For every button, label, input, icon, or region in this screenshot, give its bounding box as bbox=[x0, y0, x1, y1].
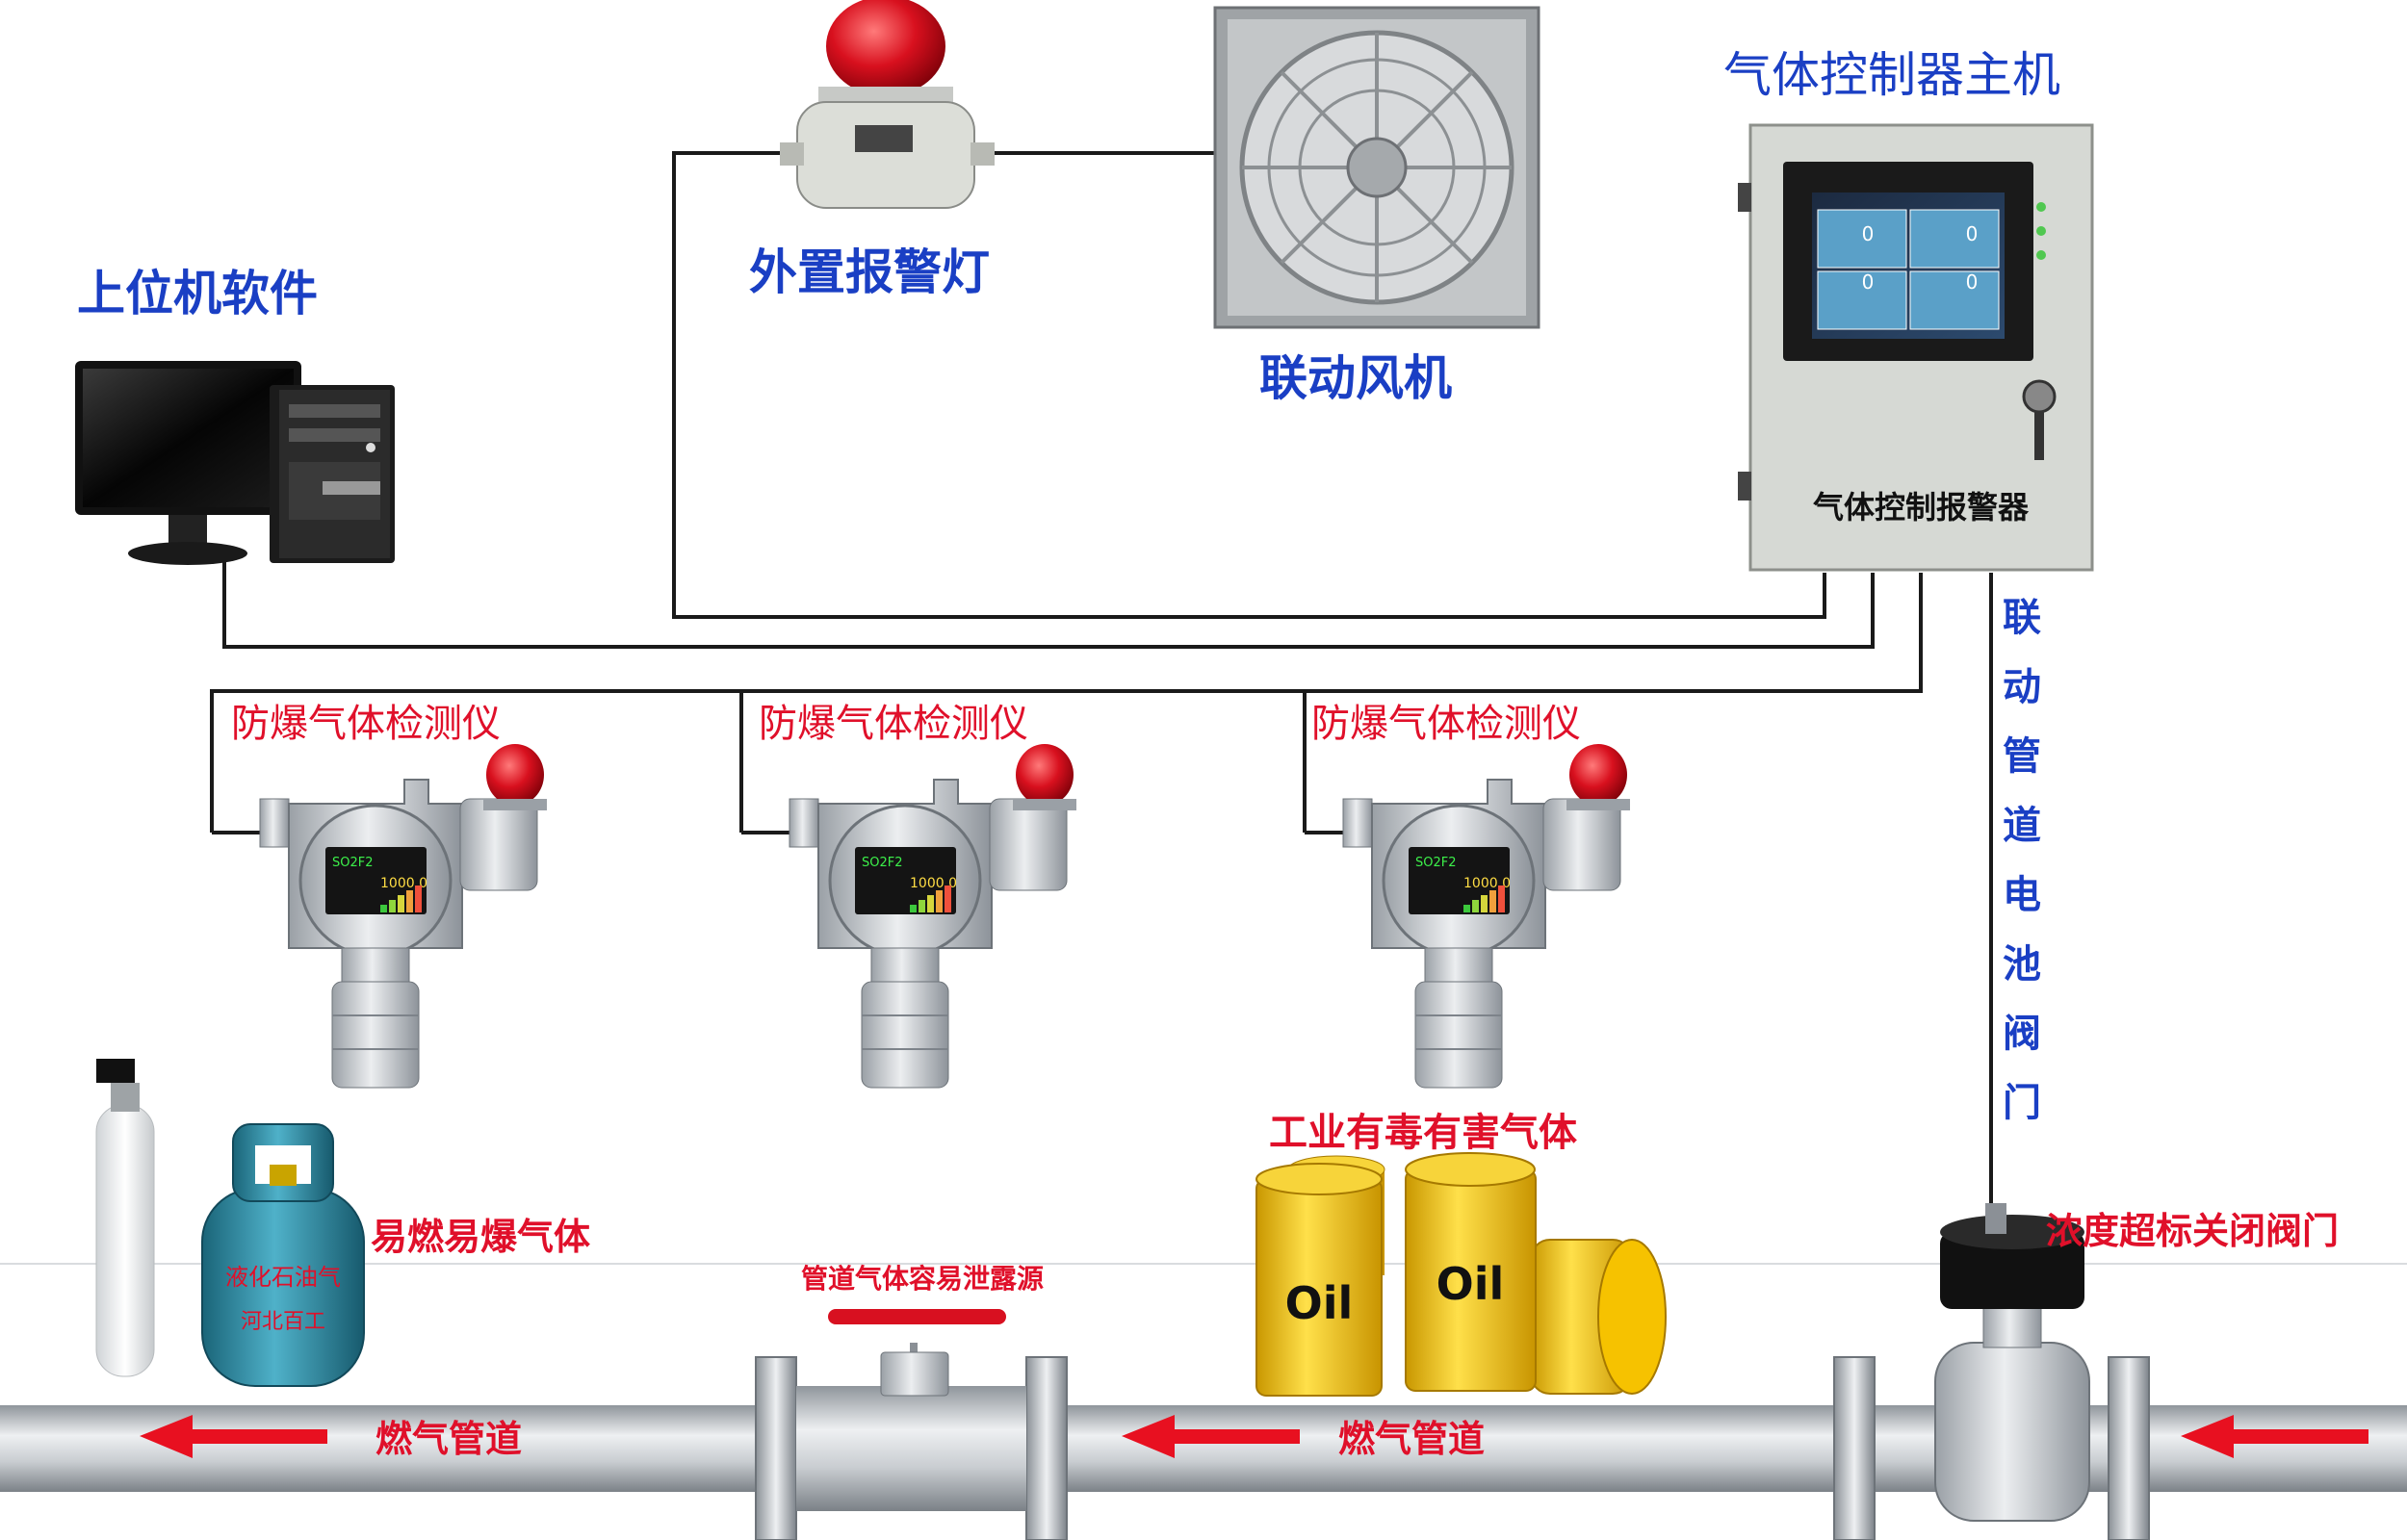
vchar: 管 bbox=[2003, 734, 2041, 779]
vchar: 道 bbox=[2003, 804, 2041, 848]
beacon-icon bbox=[1016, 744, 1074, 806]
vchar: 联 bbox=[2003, 596, 2041, 640]
gas-controller-host: 0 0 0 0 气体控制报警器 bbox=[1738, 123, 2094, 572]
vchar: 动 bbox=[2003, 665, 2041, 709]
label-host-software: 上位机软件 bbox=[77, 266, 318, 321]
lpg-label: 液化石油气 bbox=[225, 1264, 341, 1291]
channel-3-value: 0 bbox=[1862, 270, 1875, 294]
channel-2-value: 0 bbox=[1966, 222, 1979, 245]
flange bbox=[1833, 1356, 1876, 1540]
host-computer bbox=[75, 361, 395, 565]
lpg-cylinder: 液化石油气 河北百工 bbox=[201, 1123, 365, 1387]
beacon-icon bbox=[486, 744, 544, 806]
vchar: 门 bbox=[2003, 1081, 2041, 1125]
wire-detectors bbox=[210, 573, 1923, 833]
label-gas-pipeline-1: 燃气管道 bbox=[375, 1418, 522, 1460]
solenoid-valve bbox=[1934, 1203, 2090, 1522]
flange bbox=[755, 1356, 797, 1540]
leak-source-valve bbox=[828, 1309, 1006, 1397]
label-alarm-light: 外置报警灯 bbox=[749, 244, 990, 300]
external-alarm-light bbox=[780, 0, 995, 209]
vchar: 阀 bbox=[2003, 1012, 2041, 1056]
label-detectors: 防爆气体检测仪 防爆气体检测仪 防爆气体检测仪 bbox=[231, 702, 1581, 746]
wire-alarm-loop bbox=[672, 151, 1826, 619]
label-controller-title: 气体控制器主机 bbox=[1723, 47, 2060, 103]
label-detector-3: 防爆气体检测仪 bbox=[1311, 702, 1581, 746]
vchar: 电 bbox=[2003, 873, 2041, 917]
label-toxic-gas: 工业有毒有害气体 bbox=[1269, 1111, 1577, 1155]
vchar: 池 bbox=[2003, 942, 2041, 987]
beacon-icon bbox=[1569, 744, 1627, 806]
channel-4-value: 0 bbox=[1966, 270, 1979, 294]
oil-drum: Oil bbox=[1405, 1152, 1537, 1392]
label-fan: 联动风机 bbox=[1259, 350, 1452, 406]
oil-drum: Oil bbox=[1255, 1163, 1383, 1397]
label-valve-close: 浓度超标关闭阀门 bbox=[2046, 1210, 2339, 1252]
label-detector-2: 防爆气体检测仪 bbox=[759, 702, 1028, 746]
label-detector-1: 防爆气体检测仪 bbox=[231, 702, 501, 746]
oil-text: Oil bbox=[1285, 1277, 1354, 1329]
label-leak-source: 管道气体容易泄露源 bbox=[801, 1263, 1044, 1295]
channel-1-value: 0 bbox=[1862, 222, 1875, 245]
oil-drum-lying bbox=[1530, 1239, 1667, 1395]
controller-screen: 0 0 0 0 bbox=[1817, 209, 2000, 330]
detector-gas-name: SO2F2 bbox=[332, 856, 374, 870]
lpg-brand: 河北百工 bbox=[241, 1310, 325, 1334]
label-valve-vertical: 联 动 管 道 电 池 阀 门 bbox=[2003, 596, 2041, 1125]
controller-panel-text: 气体控制报警器 bbox=[1813, 489, 2030, 526]
wiring bbox=[210, 151, 1993, 1208]
wire-host-pc bbox=[222, 555, 1875, 649]
key-lock-icon bbox=[2022, 379, 2057, 414]
label-gas-pipeline-2: 燃气管道 bbox=[1338, 1418, 1485, 1460]
flange bbox=[2108, 1356, 2150, 1540]
oil-drums: Oil Oil bbox=[1255, 1152, 1667, 1397]
oxygen-cylinder bbox=[95, 1059, 155, 1377]
label-flammable-gas: 易燃易爆气体 bbox=[371, 1216, 590, 1258]
flange bbox=[1025, 1356, 1068, 1540]
oil-text: Oil bbox=[1436, 1258, 1505, 1310]
detector-gas-name: SO2F2 bbox=[862, 856, 903, 870]
linked-fan bbox=[1213, 6, 1540, 329]
detector-gas-name: SO2F2 bbox=[1415, 856, 1457, 870]
flow-arrow-icon bbox=[140, 1415, 2368, 1458]
